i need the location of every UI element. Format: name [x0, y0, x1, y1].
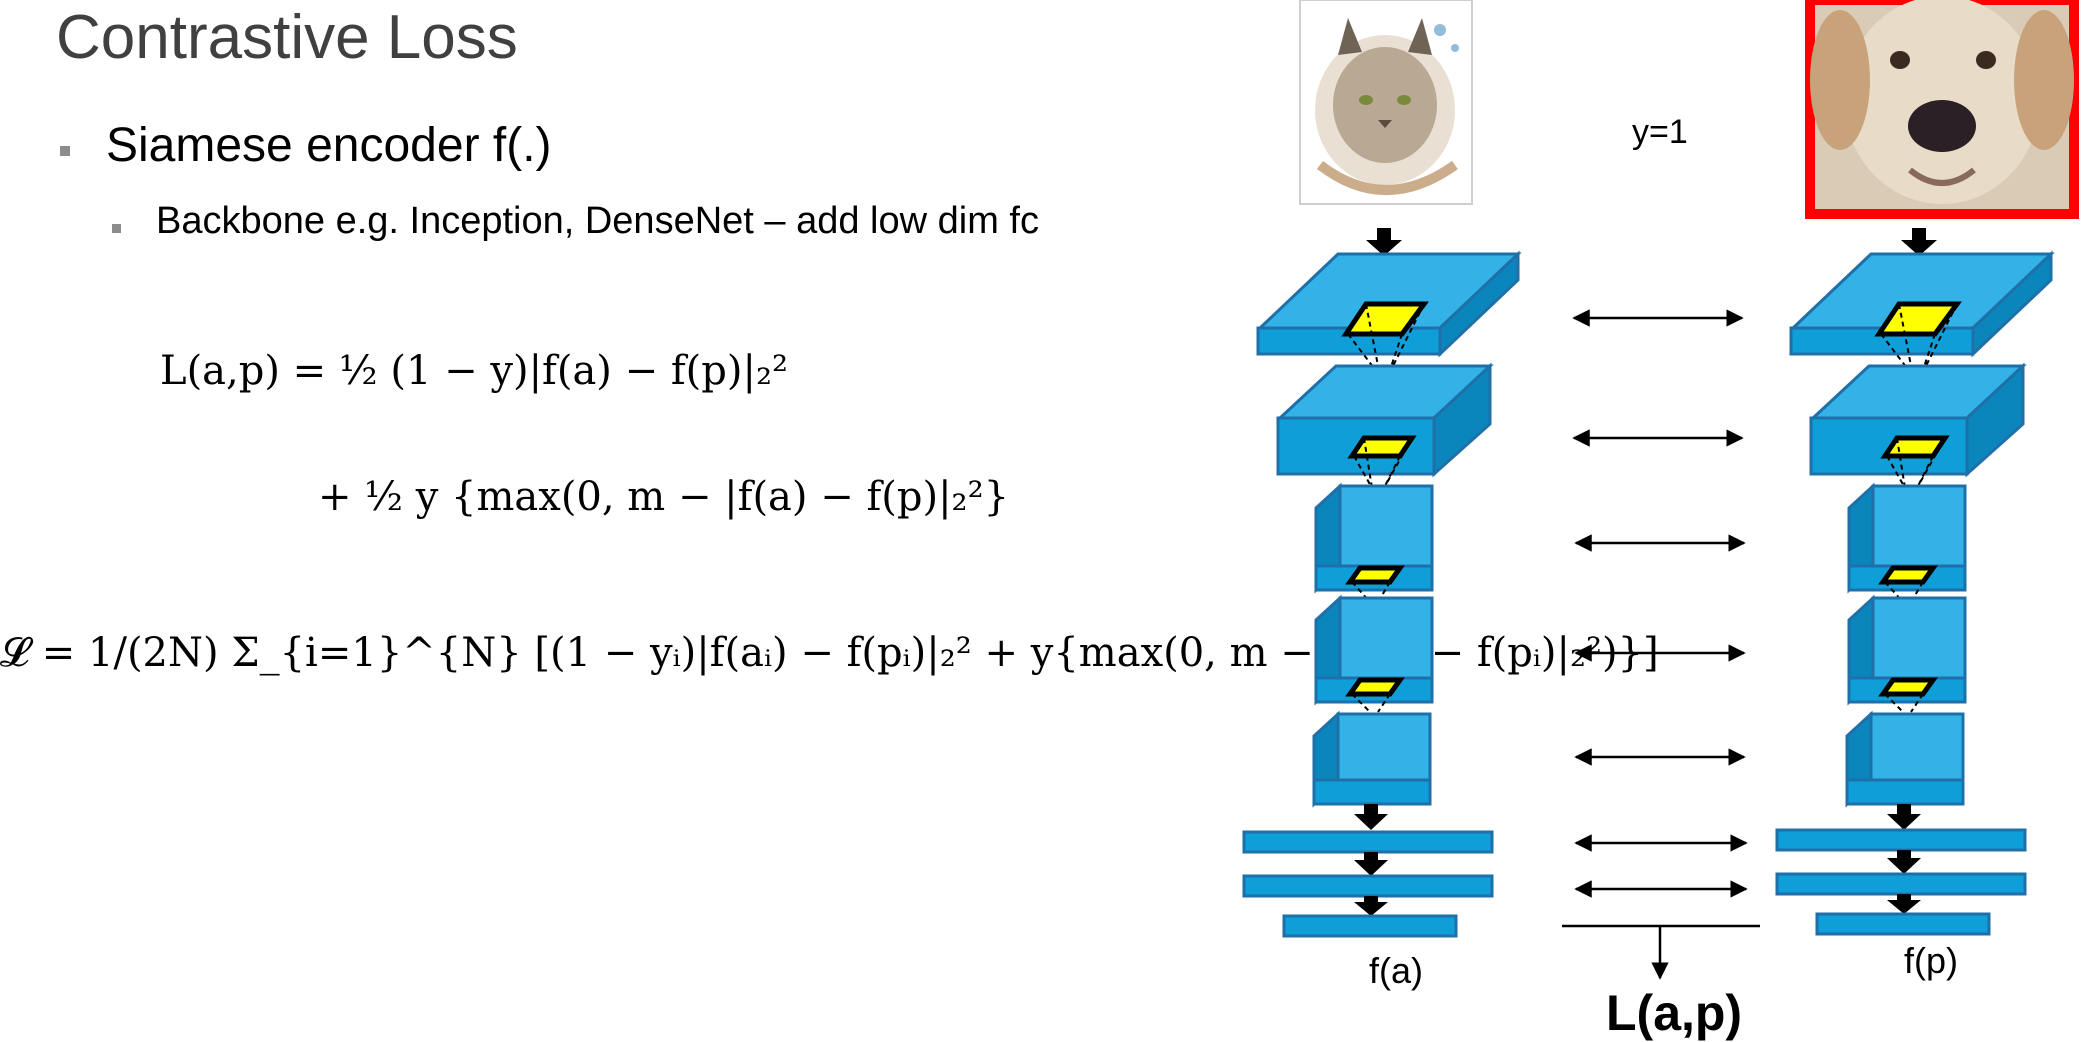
- loss-label: L(a,p): [1606, 985, 1743, 1041]
- right-conv-layer-3: [1847, 482, 1967, 603]
- slide-title: Contrastive Loss: [56, 3, 518, 72]
- left-fc-embedding: [1282, 914, 1458, 938]
- pair-loss-equation-line2: + ½ y {max(0, m − |f(a) − f(p)|₂²}: [318, 474, 1010, 520]
- pair-loss-equation-line1: L(a,p) = ½ (1 − y)|f(a) − f(p)|₂²: [160, 348, 789, 394]
- right-fc-layer-1: [1775, 828, 2027, 852]
- bullet-marker: [60, 146, 70, 156]
- left-conv-layer-1: [1256, 250, 1522, 377]
- left-fc-layer-1: [1242, 830, 1494, 854]
- left-conv-layer-4: [1314, 594, 1434, 713]
- dog-image: [1805, 0, 2079, 219]
- left-conv-layer-5: [1312, 710, 1432, 808]
- weight-sharing-arrows: [1572, 309, 1748, 898]
- right-conv-layer-5: [1845, 710, 1965, 808]
- right-conv-layer-4: [1847, 594, 1967, 713]
- left-conv-layer-2: [1276, 362, 1494, 489]
- pair-label: y=1: [1632, 113, 1688, 151]
- lynx-image: [1299, 0, 1473, 205]
- loss-combiner: [1562, 924, 1760, 980]
- left-encoder-tower: [1242, 0, 1522, 938]
- left-conv-layer-3: [1314, 482, 1434, 603]
- right-conv-layer-1: [1789, 250, 2055, 377]
- sub-bullet-backbone: Backbone e.g. Inception, DenseNet – add …: [156, 200, 1039, 242]
- right-conv-layer-2: [1809, 362, 2027, 489]
- right-output-label: f(p): [1904, 940, 1958, 981]
- left-output-label: f(a): [1369, 950, 1423, 991]
- bullet-siamese-encoder: Siamese encoder f(.): [106, 119, 552, 172]
- right-fc-layer-2: [1775, 872, 2027, 896]
- left-fc-layer-2: [1242, 874, 1494, 898]
- right-fc-embedding: [1815, 912, 1991, 936]
- sub-bullet-marker: [112, 224, 121, 233]
- right-encoder-tower: [1775, 0, 2079, 936]
